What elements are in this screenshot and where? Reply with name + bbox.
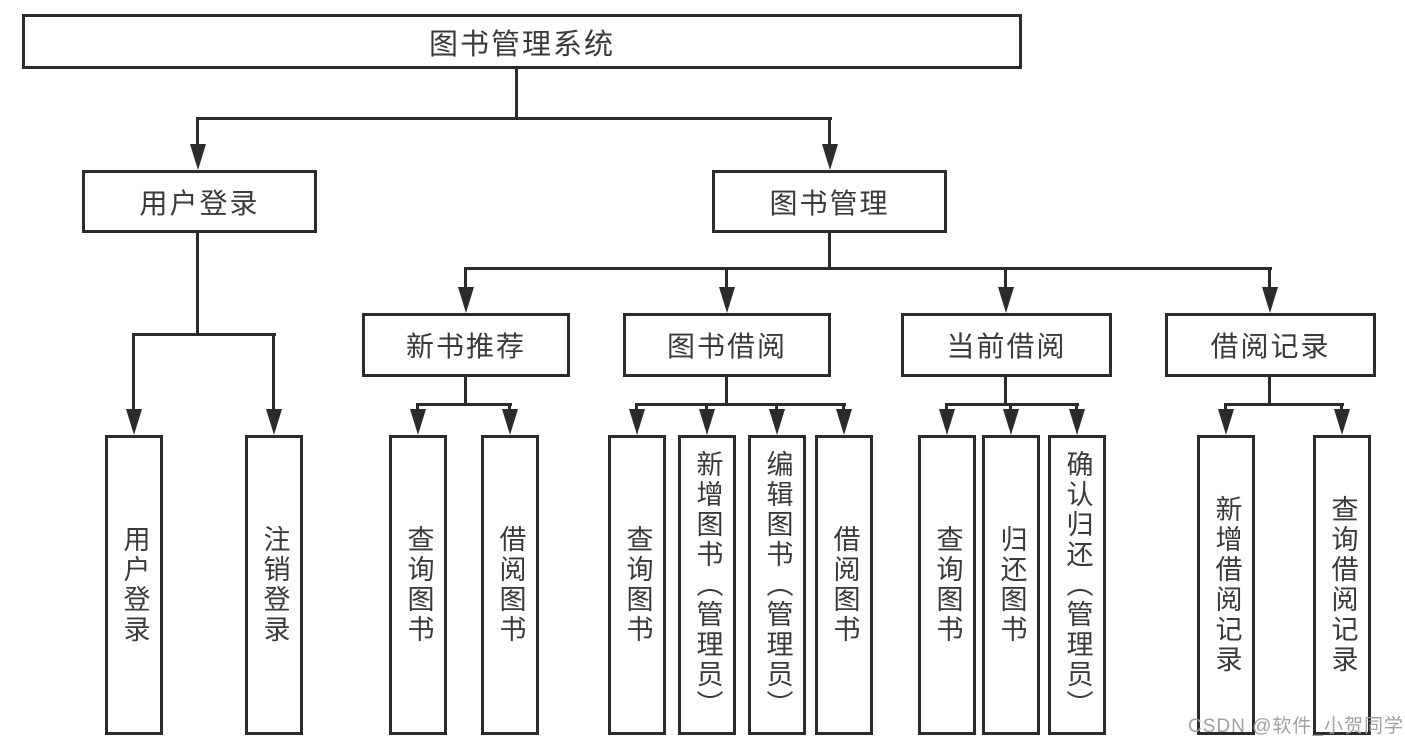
node-label: 新书推荐	[405, 331, 526, 362]
node-borrow-records: 借阅记录	[1165, 313, 1376, 377]
arrowhead-down-icon	[410, 409, 426, 435]
connector-leaf-drop	[1009, 403, 1012, 411]
connector-book-borrow-bus	[635, 403, 846, 406]
connector-borrow-records-bus	[1224, 403, 1344, 406]
arrowhead-down-icon	[836, 409, 852, 435]
connector-book-management-drop	[828, 117, 831, 147]
leaf-borrow-books: 借阅图书	[815, 435, 873, 735]
leaf-borrow-books: 借阅图书	[481, 435, 539, 735]
node-book-management: 图书管理	[712, 170, 947, 233]
node-book-borrow: 图书借阅	[623, 313, 831, 377]
arrowhead-down-icon	[1003, 409, 1019, 435]
leaf-query-books: 查询图书	[918, 435, 976, 735]
node-label: 当前借阅	[946, 331, 1067, 362]
node-current-borrow: 当前借阅	[901, 313, 1112, 377]
arrowhead-down-icon	[1218, 409, 1234, 435]
leaf-confirm-return-admin: 确认归还（管理员）	[1048, 435, 1106, 735]
leaf-edit-books-admin: 编辑图书（管理员）	[748, 435, 806, 735]
leaf-user-login: 用户登录	[105, 435, 163, 735]
leaf-label: 借阅图书	[829, 525, 860, 645]
leaf-label: 查询借阅记录	[1327, 495, 1358, 675]
leaf-query-books: 查询图书	[608, 435, 666, 735]
connector-new-book-stem	[464, 377, 467, 405]
arrowhead-down-icon	[266, 409, 282, 435]
arrowhead-down-icon	[629, 409, 645, 435]
leaf-label: 查询图书	[932, 525, 963, 645]
leaf-label: 查询图书	[622, 525, 653, 645]
leaf-label: 新增借阅记录	[1211, 495, 1242, 675]
leaf-label: 借阅图书	[495, 525, 526, 645]
leaf-label: 归还图书	[996, 525, 1027, 645]
connector-new-book-bus	[416, 403, 512, 406]
leaf-label: 用户登录	[119, 525, 150, 645]
arrowhead-down-icon	[719, 287, 735, 313]
connector-leaf-drop	[1340, 403, 1343, 411]
node-label: 图书管理系统	[428, 28, 615, 61]
connector-leaf-drop	[705, 403, 708, 411]
connector-root-drop	[515, 68, 518, 119]
connector-leaf-drop	[635, 403, 638, 411]
connector-leaf-drop	[416, 403, 419, 411]
arrowhead-down-icon	[699, 409, 715, 435]
leaf-add-books-admin: 新增图书（管理员）	[678, 435, 736, 735]
connector-book-borrow-stem	[725, 377, 728, 405]
connector-borrow-records-drop	[1268, 267, 1271, 289]
connector-user-login-bus	[132, 333, 276, 336]
arrowhead-down-icon	[1334, 409, 1350, 435]
node-user-login: 用户登录	[82, 170, 317, 233]
arrowhead-down-icon	[126, 409, 142, 435]
connector-leaf-drop	[508, 403, 511, 411]
connector-book-management-stem	[828, 233, 831, 270]
arrowhead-down-icon	[190, 144, 206, 170]
connector-leaf-drop	[1075, 403, 1078, 411]
leaf-query-books: 查询图书	[389, 435, 447, 735]
connector-leaf-drop	[842, 403, 845, 411]
connector-leaf-drop	[272, 333, 275, 411]
arrowhead-down-icon	[502, 409, 518, 435]
arrowhead-down-icon	[822, 144, 838, 170]
connector-borrow-records-stem	[1268, 377, 1271, 405]
connector-leaf-drop	[775, 403, 778, 411]
arrowhead-down-icon	[769, 409, 785, 435]
leaf-label: 查询图书	[403, 525, 434, 645]
arrowhead-down-icon	[998, 287, 1014, 313]
connector-level2-bus	[464, 267, 1272, 270]
leaf-logout: 注销登录	[245, 435, 303, 735]
node-label: 用户登录	[139, 187, 260, 219]
csdn-watermark: CSDN @软件_小贺同学	[1188, 716, 1404, 737]
connector-leaf-drop	[1224, 403, 1227, 411]
arrowhead-down-icon	[939, 409, 955, 435]
connector-book-borrow-drop	[725, 267, 728, 289]
node-library-management-system: 图书管理系统	[22, 14, 1022, 69]
connector-current-borrow-bus	[945, 403, 1079, 406]
connector-current-borrow-drop	[1004, 267, 1007, 289]
leaf-label: 编辑图书（管理员）	[762, 450, 793, 720]
connector-user-login-stem	[196, 233, 199, 335]
leaf-label: 确认归还（管理员）	[1062, 450, 1093, 720]
node-label: 图书借阅	[666, 331, 787, 362]
connector-leaf-drop	[132, 333, 135, 411]
arrowhead-down-icon	[458, 287, 474, 313]
leaf-label: 注销登录	[259, 525, 290, 645]
connector-current-borrow-stem	[1004, 377, 1007, 405]
connector-level1-bus	[196, 117, 832, 120]
connector-new-book-drop	[464, 267, 467, 289]
node-new-book-recommend: 新书推荐	[362, 313, 570, 377]
node-label: 图书管理	[769, 187, 890, 219]
node-label: 借阅记录	[1210, 331, 1331, 362]
leaf-query-borrow-record: 查询借阅记录	[1313, 435, 1371, 735]
leaf-return-books: 归还图书	[982, 435, 1040, 735]
arrowhead-down-icon	[1069, 409, 1085, 435]
leaf-add-borrow-record: 新增借阅记录	[1197, 435, 1255, 735]
leaf-label: 新增图书（管理员）	[692, 450, 723, 720]
arrowhead-down-icon	[1262, 287, 1278, 313]
connector-leaf-drop	[945, 403, 948, 411]
connector-user-login-drop	[196, 117, 199, 147]
